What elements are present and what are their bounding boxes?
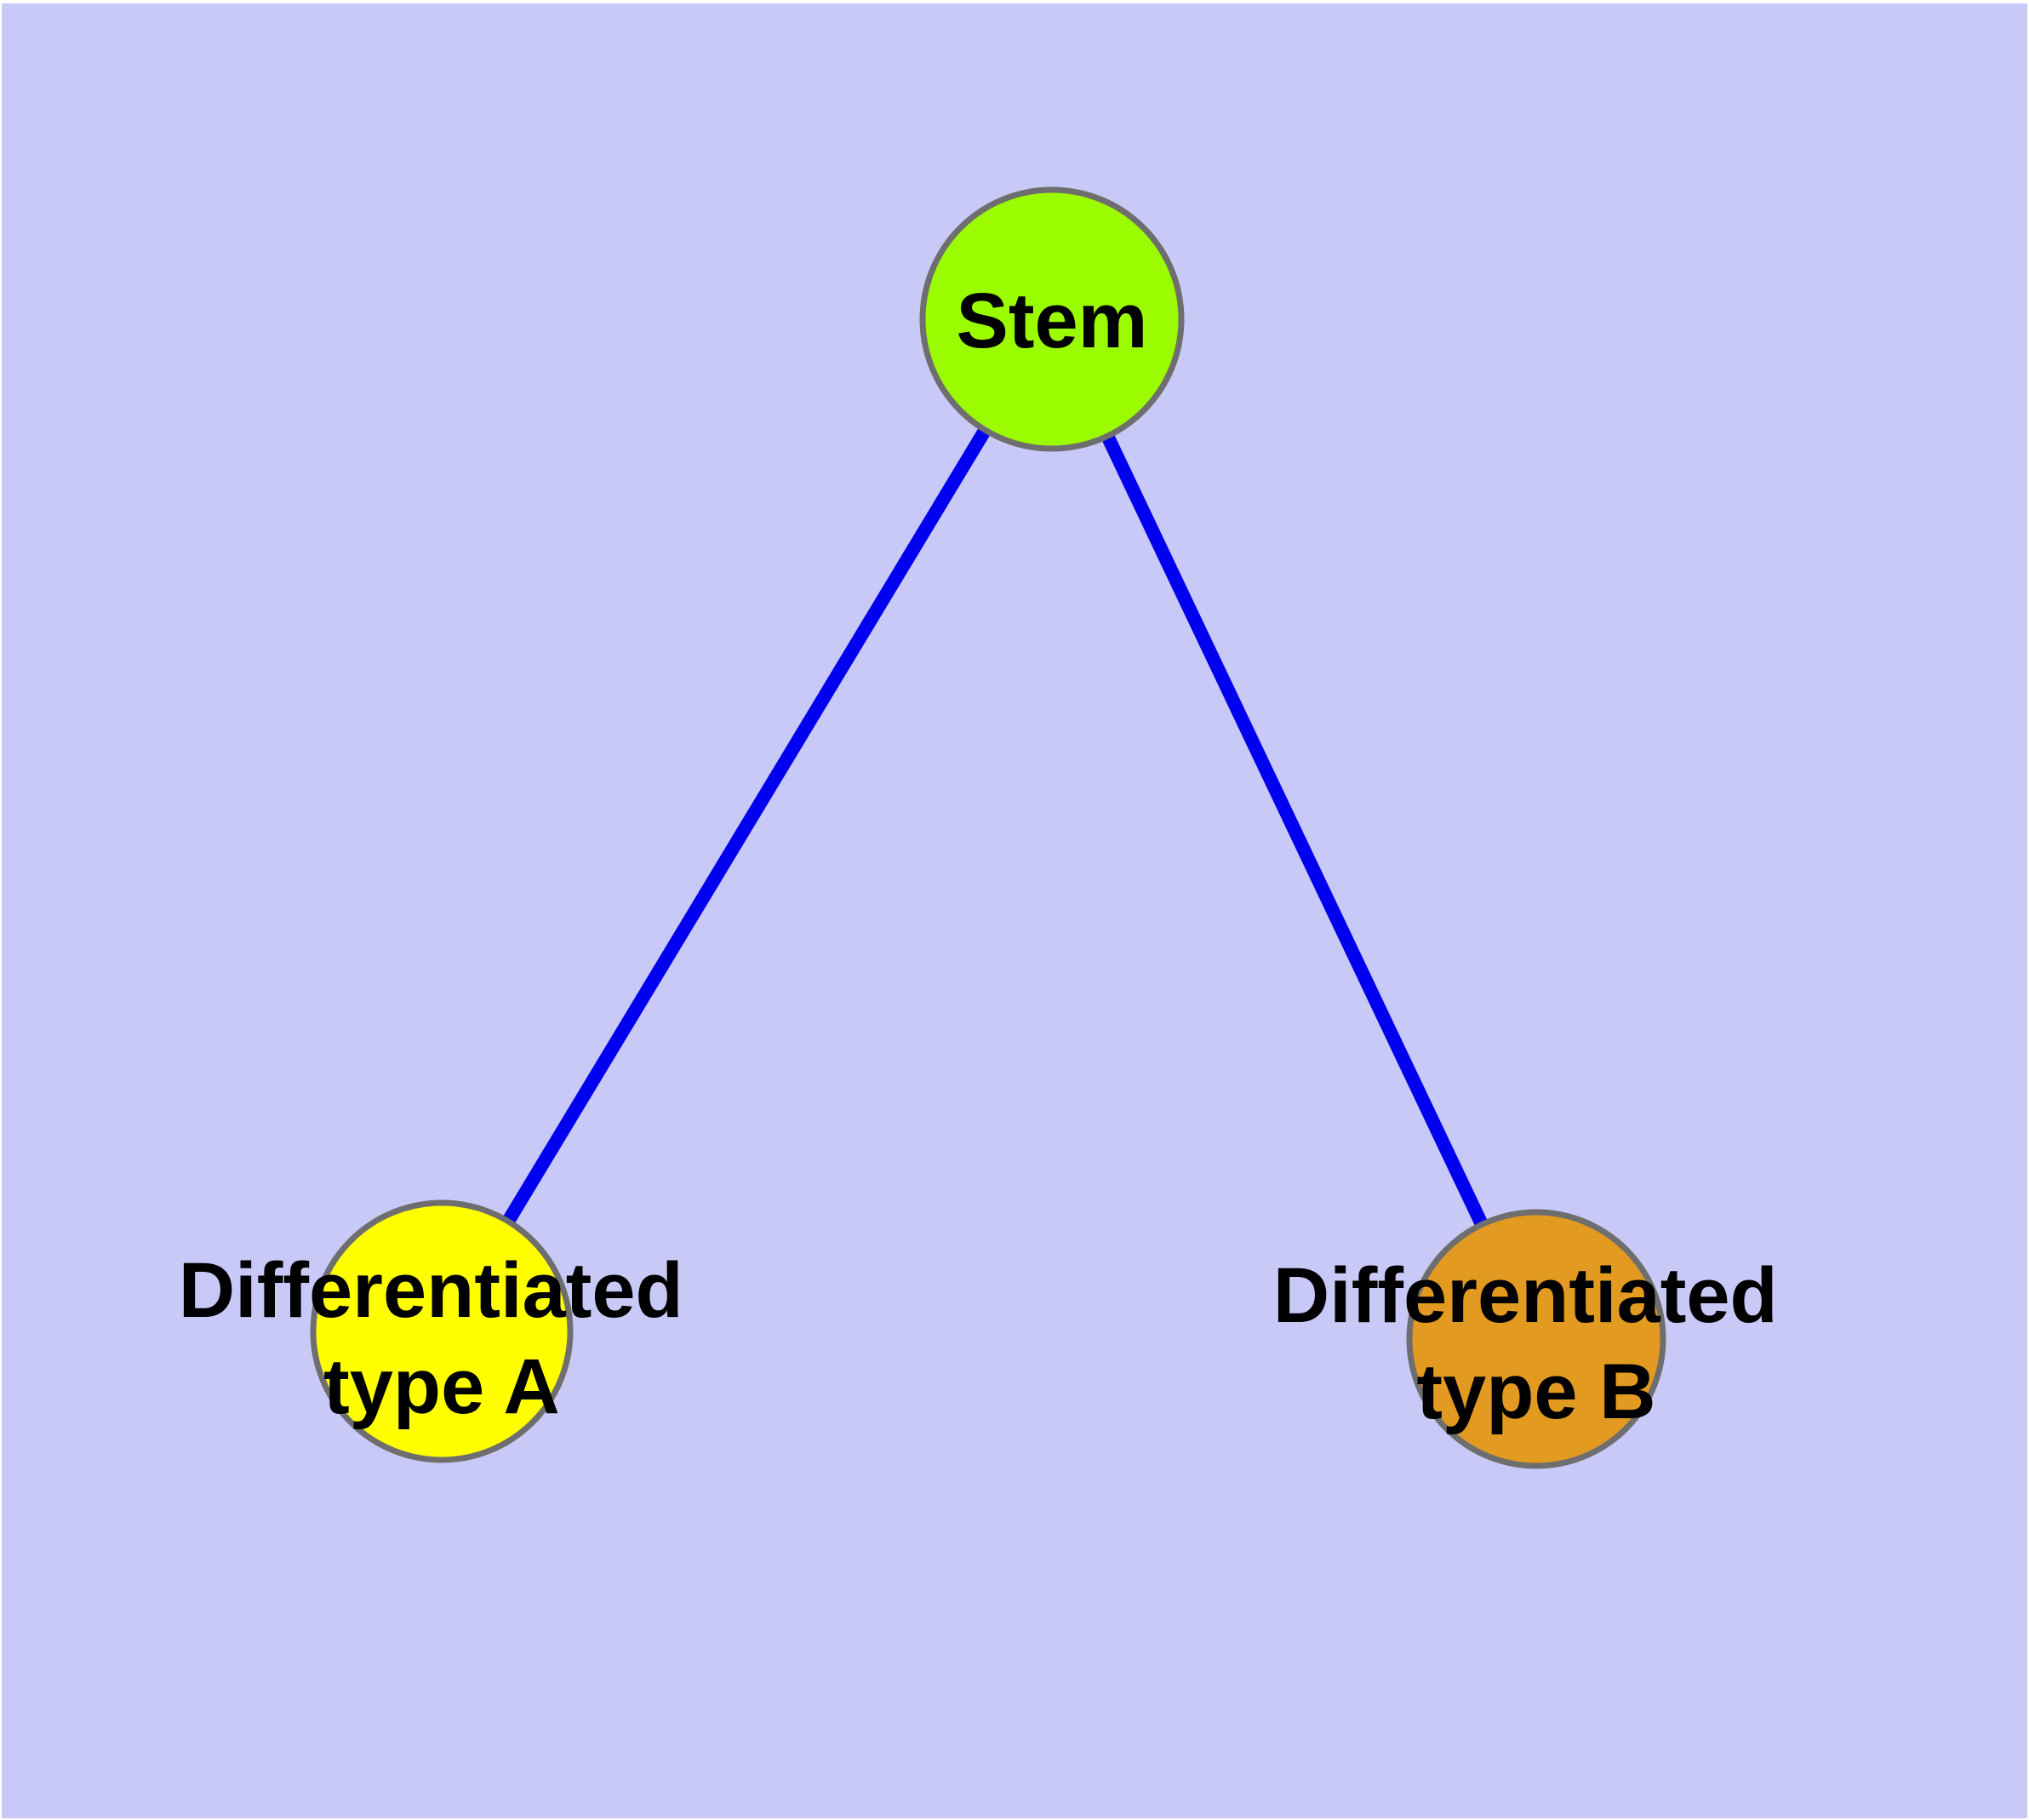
node-differentiated-type-b-label: Differentiated type B [1273, 1252, 1800, 1435]
node-stem-circle [919, 186, 1185, 452]
label-line-2: type A [323, 1343, 560, 1430]
node-differentiated-type-a-circle [310, 1199, 574, 1463]
node-differentiated-type-b-circle [1406, 1209, 1666, 1469]
node-differentiated-type-a-label: Differentiated type A [179, 1247, 706, 1430]
label-line-1: Differentiated [179, 1247, 683, 1334]
node-stem-label: Stem [957, 278, 1148, 364]
label-line-1: Differentiated [1273, 1252, 1778, 1339]
label-line-2: type B [1416, 1348, 1655, 1435]
edge-stem-to-type-a [436, 315, 1058, 1336]
edge-stem-to-type-b [1045, 316, 1543, 1342]
